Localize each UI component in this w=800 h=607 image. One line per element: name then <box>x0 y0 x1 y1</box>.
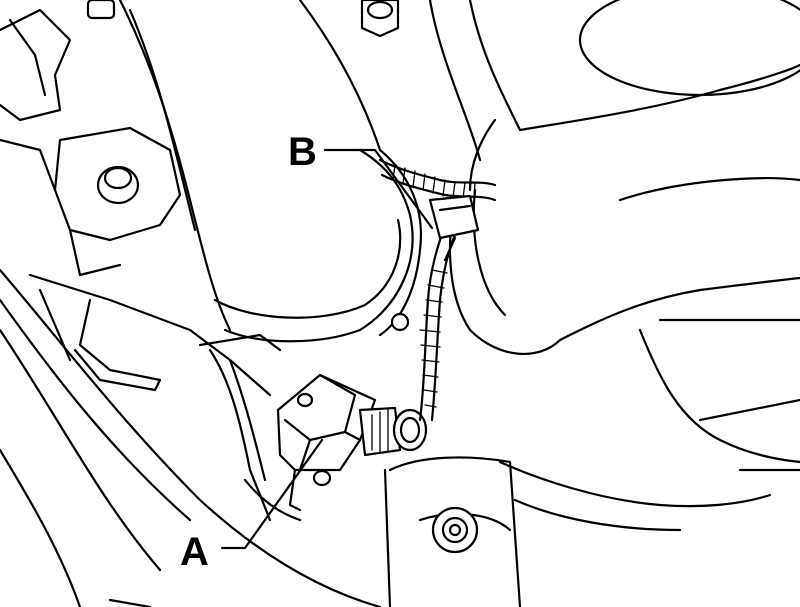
sensor-connector <box>358 406 428 457</box>
upper-left-bracket <box>0 8 182 277</box>
right-hose <box>428 0 800 356</box>
mount-bolt <box>431 506 479 554</box>
knock-sensor <box>276 373 377 512</box>
top-bolt-2 <box>360 0 400 38</box>
frame-arcs <box>0 268 382 607</box>
leader-a <box>220 438 324 550</box>
bracket-bolt-1 <box>96 165 140 205</box>
callout-label-a: A <box>180 530 209 574</box>
right-lower-housing <box>638 318 800 472</box>
top-bolt-1 <box>86 0 116 20</box>
leader-b <box>323 148 434 230</box>
callout-label-b: B <box>288 130 317 174</box>
wiring-harness <box>378 158 497 422</box>
intake-pipe <box>118 0 382 332</box>
heat-shield <box>28 273 302 522</box>
